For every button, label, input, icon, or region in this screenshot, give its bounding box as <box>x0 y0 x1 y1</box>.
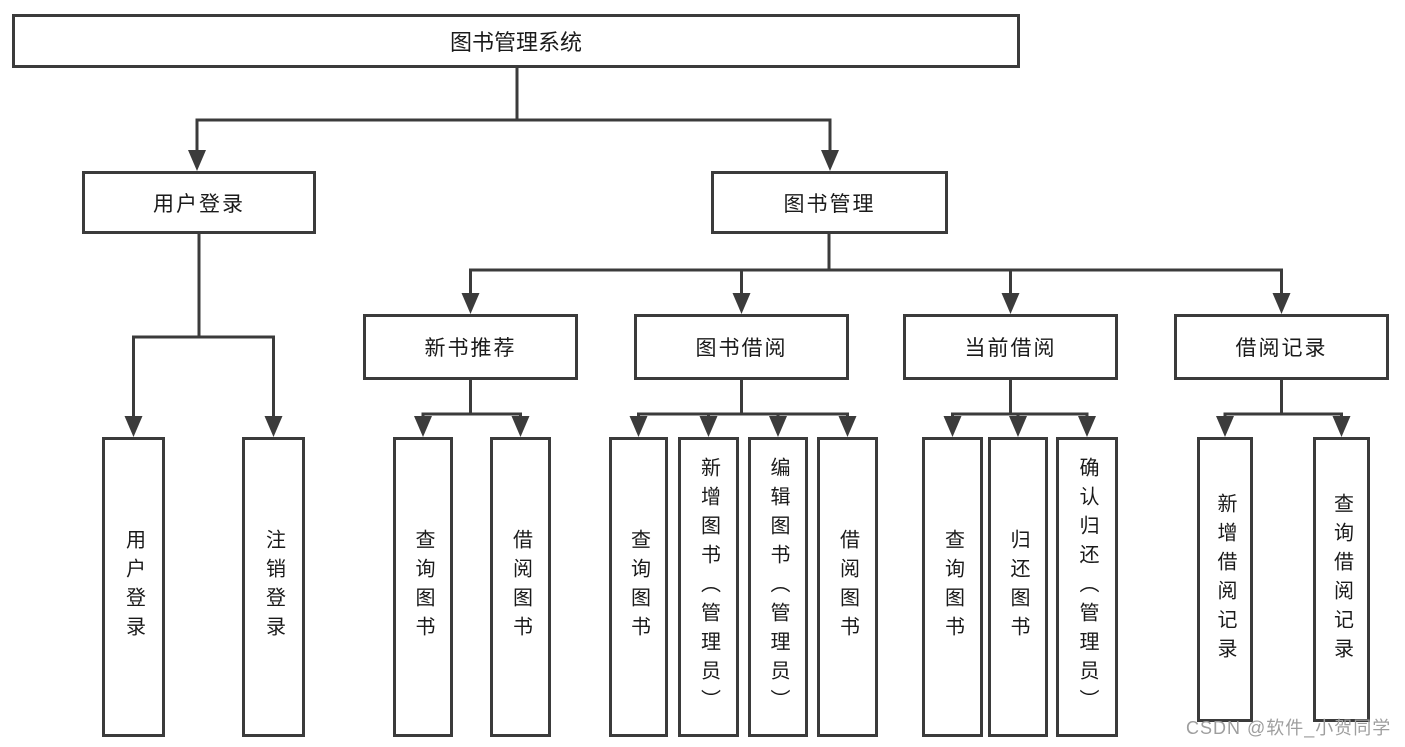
csdn-watermark: CSDN @软件_小贺同学 <box>1186 718 1392 738</box>
node-label: 图书借阅 <box>695 337 788 360</box>
leaf-label: 查询借阅记录 <box>1330 492 1353 667</box>
node-user-login: 用户登录 <box>82 171 316 234</box>
leaf-borrow-books-recommend: 借阅图书 <box>490 437 551 737</box>
leaf-label: 确认归还（管理员） <box>1076 456 1098 718</box>
leaf-label: 查询图书 <box>941 529 964 645</box>
leaf-confirm-return-admin: 确认归还（管理员） <box>1056 437 1118 737</box>
leaf-add-book-admin: 新增图书（管理员） <box>678 437 739 737</box>
leaf-label: 借阅图书 <box>509 529 532 645</box>
leaf-label: 查询图书 <box>412 529 434 645</box>
node-label: 图书管理 <box>783 192 876 216</box>
connector-book-management <box>461 232 1291 314</box>
leaf-add-borrow-record: 新增借阅记录 <box>1197 437 1253 722</box>
leaf-edit-book-admin: 编辑图书（管理员） <box>748 437 808 737</box>
leaf-query-borrow-record: 查询借阅记录 <box>1313 437 1370 722</box>
node-label: 当前借阅 <box>964 337 1057 360</box>
leaf-borrow-books: 借阅图书 <box>817 437 878 737</box>
leaf-query-books-borrow: 查询图书 <box>609 437 668 737</box>
connector-book-borrow <box>629 378 857 437</box>
connector-user-login <box>124 232 283 437</box>
connector-root <box>188 66 839 171</box>
leaf-query-books-current: 查询图书 <box>922 437 983 737</box>
connector-new-book-recommend <box>414 378 530 437</box>
node-book-management: 图书管理 <box>711 171 948 234</box>
leaf-query-books-recommend: 查询图书 <box>393 437 453 737</box>
node-borrow-record: 借阅记录 <box>1174 314 1389 380</box>
leaf-label: 用户登录 <box>122 529 145 645</box>
node-label: 借阅记录 <box>1235 337 1328 360</box>
node-new-book-recommend: 新书推荐 <box>363 314 578 380</box>
leaf-return-book: 归还图书 <box>988 437 1048 737</box>
leaf-label: 新增图书（管理员） <box>697 456 720 718</box>
leaf-user-login: 用户登录 <box>102 437 165 737</box>
node-current-borrow: 当前借阅 <box>903 314 1118 380</box>
node-label: 用户登录 <box>153 192 245 216</box>
node-library-management-system: 图书管理系统 <box>12 14 1020 68</box>
node-label: 图书管理系统 <box>449 30 582 55</box>
connector-current-borrow <box>943 378 1096 437</box>
leaf-label: 新增借阅记录 <box>1214 492 1236 667</box>
leaf-label: 借阅图书 <box>836 529 859 645</box>
leaf-label: 查询图书 <box>627 529 650 645</box>
node-book-borrow: 图书借阅 <box>634 314 849 380</box>
leaf-label: 编辑图书（管理员） <box>767 456 789 718</box>
leaf-logout: 注销登录 <box>242 437 305 737</box>
leaf-label: 注销登录 <box>262 529 285 645</box>
connector-borrow-record <box>1216 378 1351 437</box>
node-label: 新书推荐 <box>424 337 517 360</box>
leaf-label: 归还图书 <box>1007 529 1029 645</box>
